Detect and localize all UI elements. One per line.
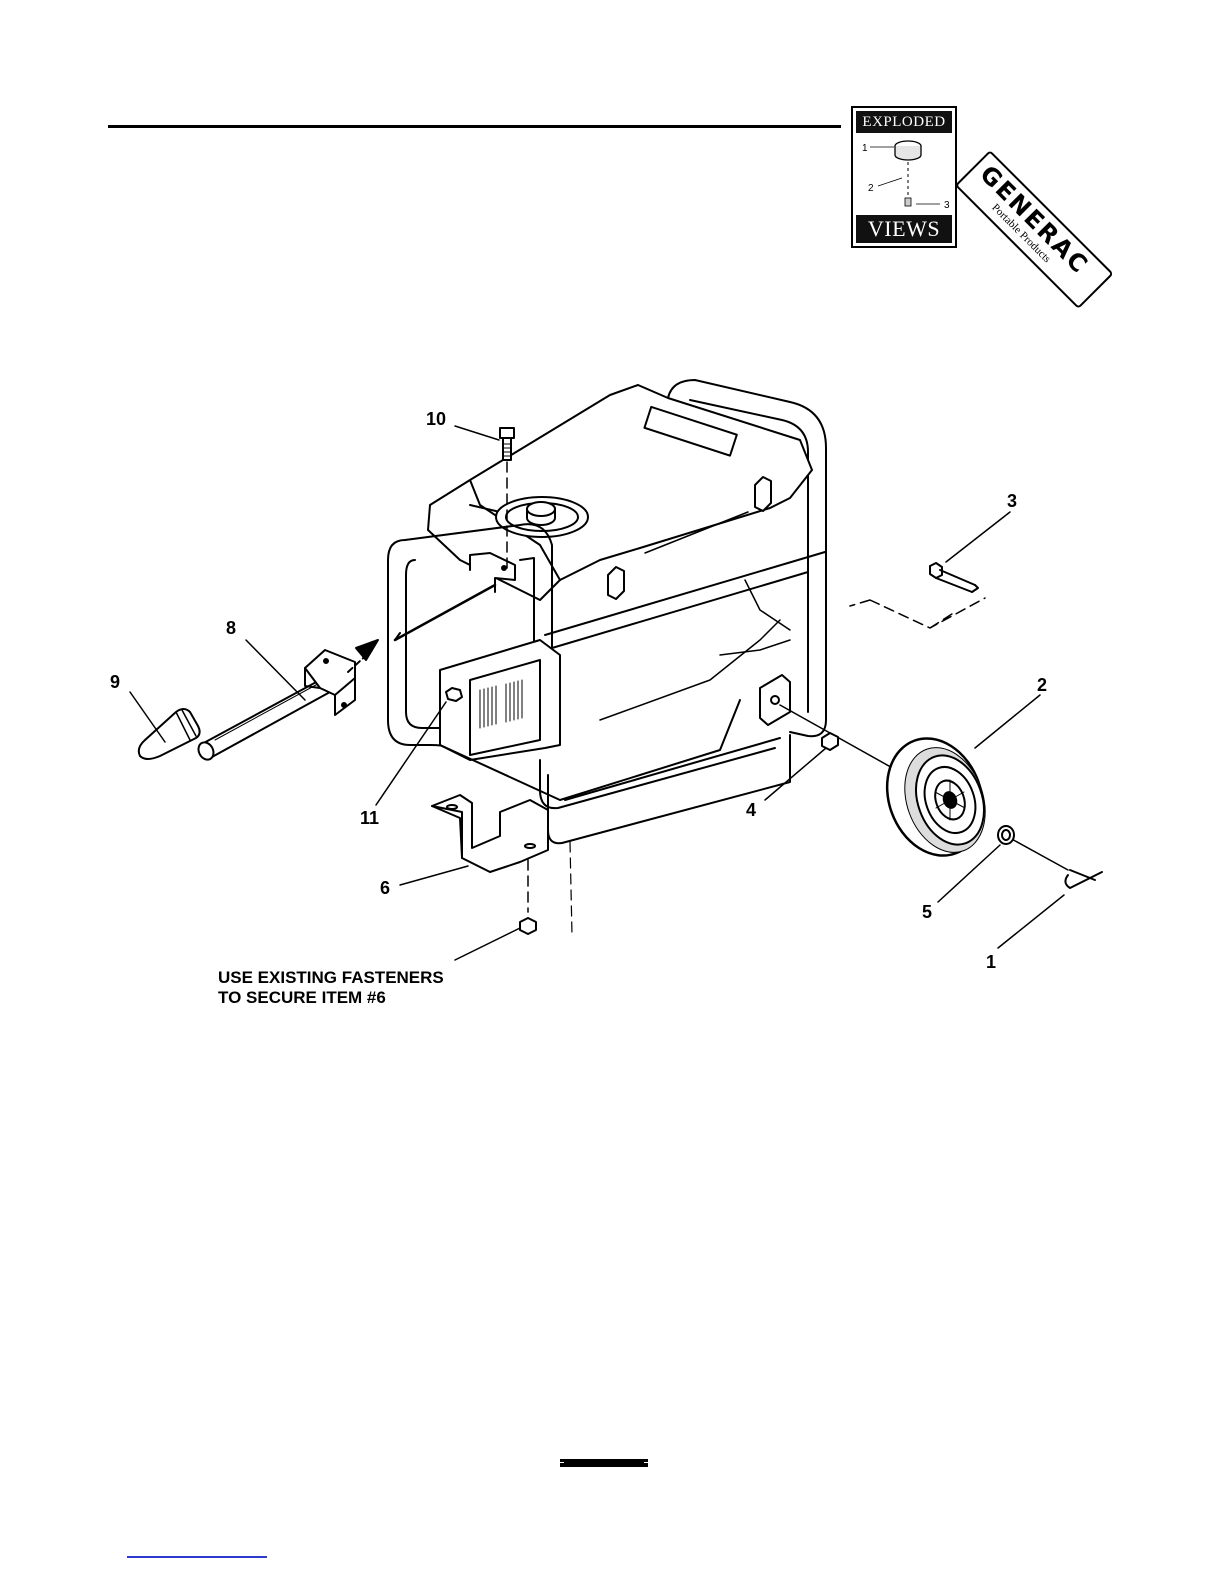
- callout-10: 10: [426, 409, 446, 429]
- nut-11: [446, 688, 462, 701]
- handle-tube-8: [196, 680, 330, 762]
- wheel-2: [871, 725, 999, 869]
- callout-8: 8: [226, 618, 236, 638]
- hairpin-1: [1065, 870, 1102, 888]
- support-bracket-6: [432, 795, 548, 872]
- fastener-note-line-2: TO SECURE ITEM #6: [218, 988, 444, 1008]
- base-rail: [540, 738, 780, 808]
- axle-centerline: [780, 705, 905, 775]
- bolt-10: [500, 428, 514, 460]
- callout-1: 1: [986, 952, 996, 972]
- axle-pin-3: [930, 563, 978, 592]
- axle-dashed-outline: [850, 598, 985, 628]
- callout-4: 4: [746, 800, 756, 820]
- callout-9: 9: [110, 672, 120, 692]
- fuel-cap: [527, 502, 555, 516]
- tank-boss-right: [755, 477, 771, 511]
- axle-centerline-2: [1008, 837, 1068, 870]
- tank-boss-left: [608, 567, 624, 599]
- callout-5: 5: [922, 902, 932, 922]
- front-frame-outer: [548, 735, 790, 843]
- side-rail-top-2: [552, 572, 808, 648]
- nut-4: [822, 733, 838, 750]
- fastener-note-line-1: USE EXISTING FASTENERS: [218, 968, 444, 988]
- engine-crank-line: [600, 620, 780, 720]
- bottom-nut: [520, 918, 536, 934]
- callout-3: 3: [1007, 491, 1017, 511]
- frame-dash: [570, 842, 572, 935]
- handle-mount-rod: [395, 585, 495, 640]
- handle-bracket-8: [305, 650, 355, 715]
- callout-6: 6: [380, 878, 390, 898]
- bottom-link-underline[interactable]: [127, 1556, 267, 1558]
- washer-5: [998, 826, 1014, 844]
- footer-bar: [560, 1459, 648, 1467]
- fastener-note: USE EXISTING FASTENERS TO SECURE ITEM #6: [218, 968, 444, 1008]
- callout-2: 2: [1037, 675, 1047, 695]
- callout-11: 11: [360, 808, 379, 828]
